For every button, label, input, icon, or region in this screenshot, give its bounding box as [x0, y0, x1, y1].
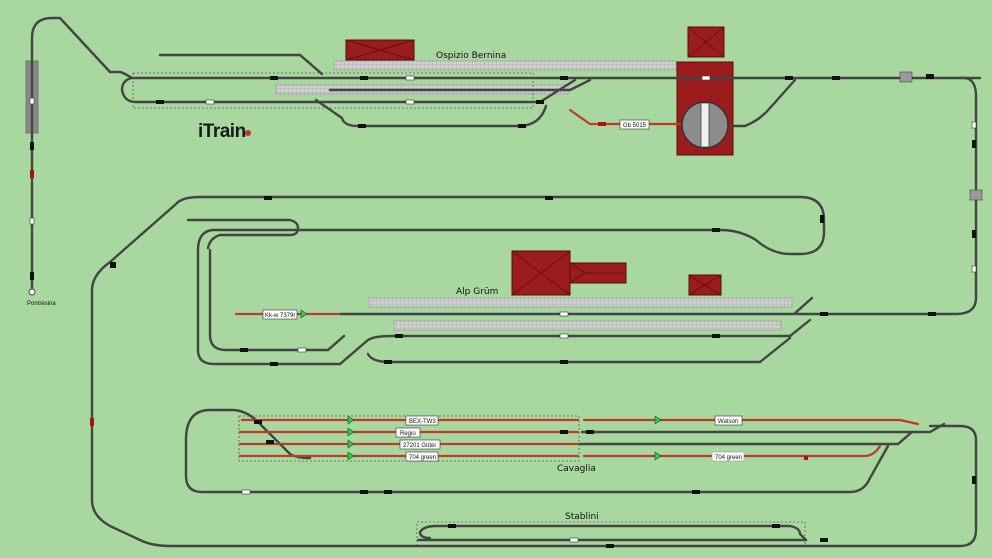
building-alp-grum	[511, 250, 722, 296]
svg-text:iTrain: iTrain	[198, 121, 246, 142]
detector-markers	[29, 75, 977, 543]
train-tag-gb[interactable]: Gb 5015	[619, 119, 650, 130]
tracks[interactable]	[30, 16, 982, 548]
station-labels: Ospizio Bernina Alp Grüm Cavaglia Stabli…	[27, 51, 599, 522]
svg-text:27201 Güter: 27201 Güter	[403, 443, 436, 449]
train-tag-grown2[interactable]: 704 green	[711, 451, 745, 462]
train-tag-grown1[interactable]: 704 green	[405, 451, 439, 462]
train-tag-regio[interactable]: Regio	[395, 427, 421, 438]
block-markers[interactable]	[30, 74, 976, 548]
occupied-tracks[interactable]	[234, 108, 920, 458]
train-tag-bex[interactable]: BEX-TW3	[405, 415, 439, 426]
svg-text:704 green: 704 green	[715, 455, 742, 461]
building-ospizio-top	[345, 39, 415, 61]
station-label-ospizio: Ospizio Bernina	[436, 51, 506, 61]
signal-green-6[interactable]	[654, 451, 662, 461]
svg-text:Gb 5015: Gb 5015	[623, 123, 647, 129]
station-label-alp-grum: Alp Grüm	[456, 287, 498, 297]
station-label-cavaglia: Cavaglia	[557, 464, 596, 474]
signal-green-3[interactable]	[347, 439, 355, 449]
train-tags[interactable]: Gb 5015 Kk-w 7379r BEX-TW3 Regio 27201 G…	[262, 119, 745, 462]
signal-green-4[interactable]	[347, 451, 355, 461]
signal-green-1[interactable]	[347, 415, 355, 425]
train-tag-watson[interactable]: Watson	[714, 415, 743, 426]
svg-text:Regio: Regio	[400, 431, 416, 437]
svg-text:BEX-TW3: BEX-TW3	[409, 419, 436, 425]
svg-text:704 green: 704 green	[409, 455, 436, 461]
logo-dot-icon	[245, 130, 251, 136]
svg-text:Kk-w 7379r: Kk-w 7379r	[265, 313, 295, 319]
signals[interactable]	[300, 309, 662, 461]
train-tag-kk[interactable]: Kk-w 7379r	[262, 309, 298, 320]
switch-boxes[interactable]	[899, 71, 983, 201]
signal-green-2[interactable]	[347, 427, 355, 437]
terminus-marker	[28, 288, 36, 296]
building-roundhouse-top	[687, 26, 725, 58]
signal-green-5[interactable]	[654, 415, 662, 425]
itrain-logo: iTrain	[198, 121, 251, 142]
station-label-stablini: Stablini	[565, 512, 599, 522]
signal-green-7[interactable]	[300, 309, 308, 319]
svg-text:Watson: Watson	[718, 419, 738, 425]
end-markers	[30, 122, 808, 460]
station-label-pontresina: Pontresina	[27, 301, 56, 307]
train-tag-guter[interactable]: 27201 Güter	[399, 439, 441, 450]
